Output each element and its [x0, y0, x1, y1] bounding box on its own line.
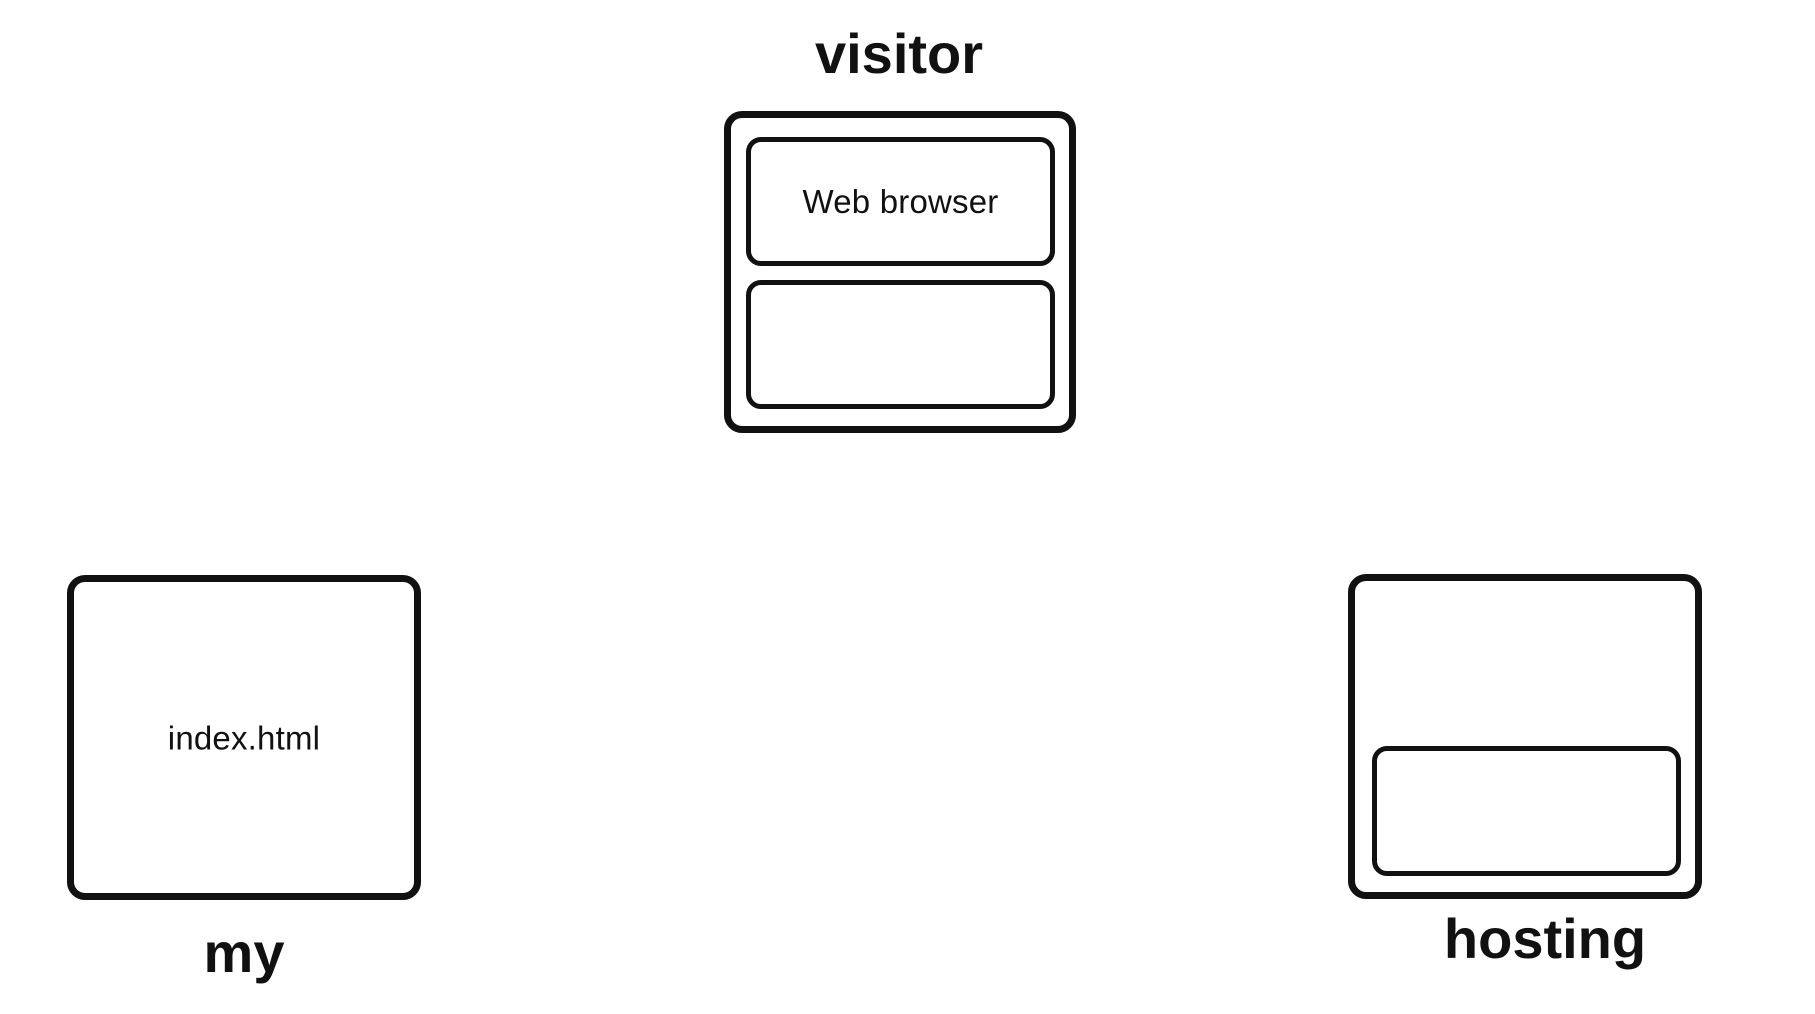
- index-html-label: index.html: [167, 719, 321, 756]
- my-computer-box: index.html: [67, 575, 421, 900]
- visitor-caption: visitor: [814, 22, 984, 85]
- hosting-server-box: [1348, 574, 1702, 899]
- hosting-caption: hosting: [1443, 907, 1647, 970]
- hosting-panel: [1372, 746, 1681, 876]
- my-caption: my: [203, 921, 285, 984]
- visitor-device-box: Web browser: [724, 111, 1076, 433]
- web-browser-label: Web browser: [802, 183, 999, 220]
- web-browser-panel: Web browser: [746, 137, 1055, 266]
- visitor-empty-panel: [746, 280, 1055, 409]
